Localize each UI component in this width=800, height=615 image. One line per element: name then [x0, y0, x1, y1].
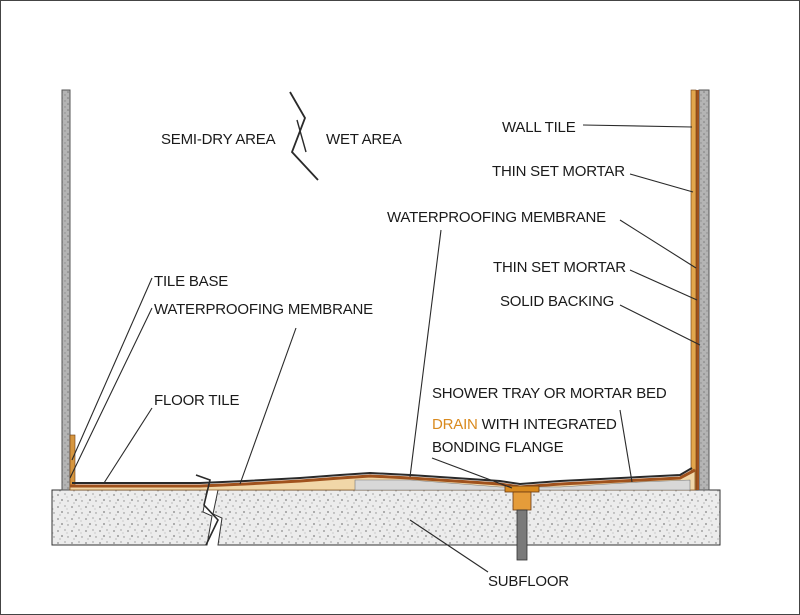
leader-membrane-floor — [409, 229, 442, 478]
leader-drain — [431, 457, 513, 489]
label-wet-area: WET AREA — [326, 131, 402, 148]
area-break-symbol-inner — [296, 119, 307, 153]
label-thin-set-mortar-upper: THIN SET MORTAR — [492, 163, 625, 180]
leader-membrane-left — [69, 307, 153, 479]
leader-membrane-right-wall — [619, 219, 697, 269]
label-bonding-flange: BONDING FLANGE — [432, 439, 564, 456]
label-drain-highlight: DRAIN — [432, 416, 478, 433]
leader-membrane-left-floor — [239, 327, 297, 485]
leader-tile-base — [71, 277, 153, 461]
label-subfloor: SUBFLOOR — [488, 573, 569, 590]
label-wall-tile: WALL TILE — [502, 119, 576, 136]
shower-tray — [354, 479, 691, 491]
drain — [504, 485, 540, 561]
leader-solid-backing — [619, 304, 701, 346]
right-wall-membrane — [696, 90, 699, 490]
label-semi-dry-area: SEMI-DRY AREA — [161, 131, 276, 148]
floor-membrane — [70, 468, 696, 489]
area-break-symbol — [289, 91, 319, 181]
drain-body — [512, 491, 532, 511]
leader-wall-tile — [582, 124, 693, 128]
left-wall — [61, 89, 71, 491]
right-wall-backing — [698, 89, 710, 491]
label-waterproofing-membrane-right: WATERPROOFING MEMBRANE — [387, 209, 606, 226]
label-tile-base: TILE BASE — [154, 273, 228, 290]
label-drain-line: DRAIN WITH INTEGRATED — [432, 416, 617, 433]
right-wall-tile — [690, 89, 697, 491]
subfloor-slab-right — [212, 489, 721, 546]
label-floor-tile: FLOOR TILE — [154, 392, 239, 409]
subfloor-slab-left — [51, 489, 213, 546]
label-solid-backing: SOLID BACKING — [500, 293, 614, 310]
drain-pipe — [516, 509, 528, 561]
label-thin-set-mortar-lower: THIN SET MORTAR — [493, 259, 626, 276]
label-drain-rest: WITH INTEGRATED — [478, 416, 617, 433]
leader-floor-tile — [103, 407, 153, 484]
leader-shower-tray — [619, 409, 633, 483]
label-shower-tray: SHOWER TRAY OR MORTAR BED — [432, 385, 667, 402]
tile-base — [69, 434, 76, 491]
label-waterproofing-membrane-left: WATERPROOFING MEMBRANE — [154, 301, 373, 318]
floor-break-symbol — [195, 474, 219, 546]
leader-thin-set-lower — [629, 269, 698, 301]
leader-thin-set-upper — [629, 173, 694, 193]
leader-subfloor — [409, 519, 489, 573]
